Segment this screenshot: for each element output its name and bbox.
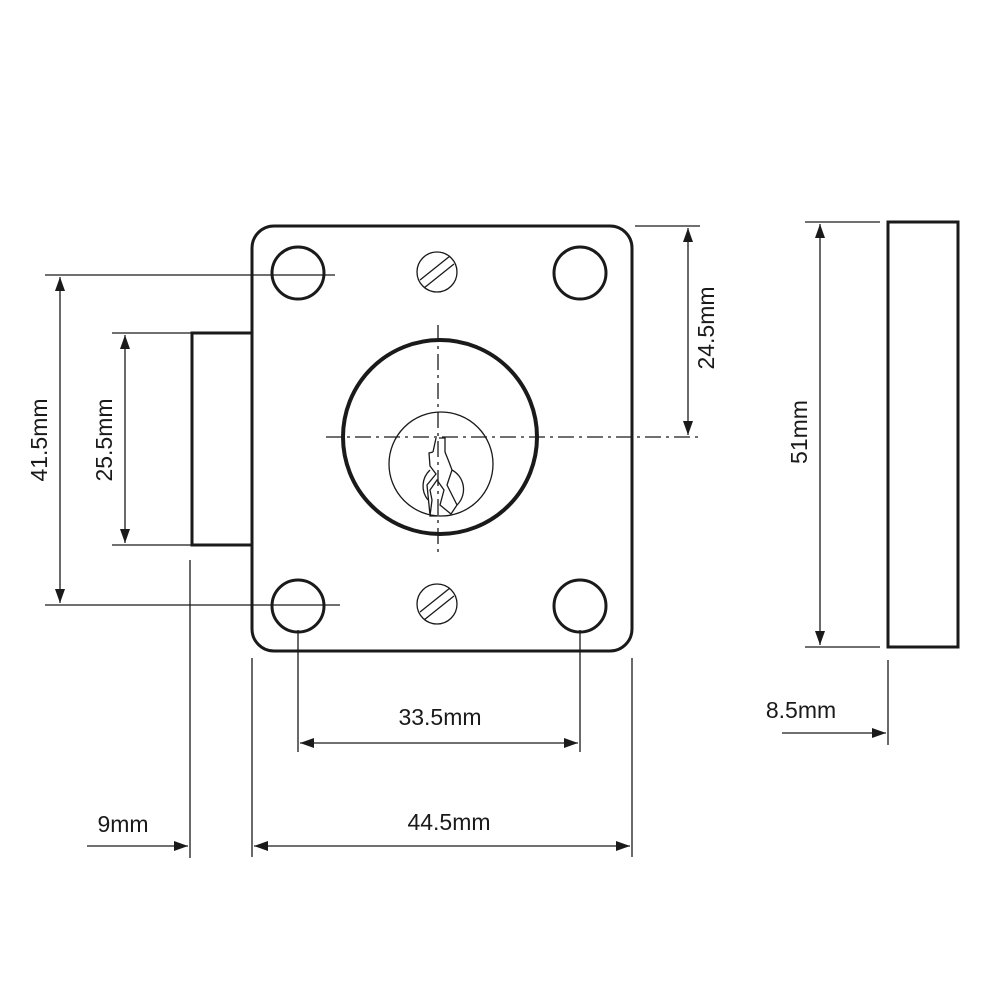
label-center-to-top: 24.5mm — [693, 286, 719, 369]
screw-bottom-icon — [416, 583, 458, 625]
cylinder-inner — [388, 411, 494, 517]
side-view — [886, 220, 960, 649]
mounting-hole-bottom-left — [270, 578, 326, 634]
dimension-arrows — [55, 224, 886, 851]
label-bolt-height: 25.5mm — [91, 398, 117, 481]
label-side-height: 51mm — [786, 400, 812, 464]
mounting-hole-top-right — [552, 245, 608, 301]
mounting-hole-bottom-right — [552, 578, 608, 634]
bolt — [190, 331, 254, 547]
front-view — [190, 224, 700, 653]
mounting-hole-top-left — [270, 245, 326, 301]
label-side-depth: 8.5mm — [766, 697, 836, 723]
extension-lines — [45, 221, 889, 858]
keyway-icon — [422, 437, 465, 517]
label-bolt-depth: 9mm — [97, 811, 148, 837]
face-plate — [250, 224, 634, 653]
label-overall-height: 41.5mm — [26, 398, 52, 481]
screw-top-icon — [416, 251, 458, 293]
label-plate-width: 44.5mm — [407, 809, 490, 835]
label-hole-spacing: 33.5mm — [398, 704, 481, 730]
